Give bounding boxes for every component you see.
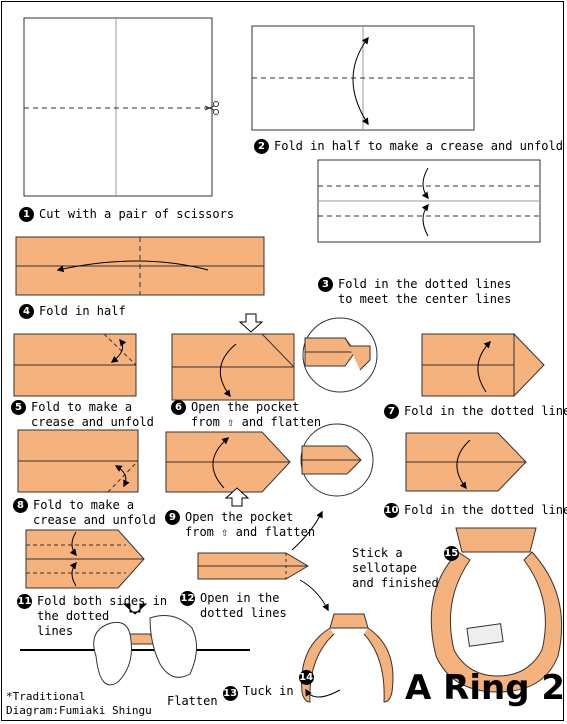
step-number-badge: 14 — [298, 670, 314, 685]
step11-strip — [25, 529, 145, 589]
step-number-badge: 3 — [318, 277, 333, 292]
step-text: Tuck in — [243, 684, 294, 698]
step-number-badge: 4 — [19, 304, 34, 319]
step4-strip — [15, 236, 265, 296]
step-number-badge: 1 — [19, 207, 34, 222]
step-text: Fold in half — [39, 304, 126, 318]
step-text: Fold to make a crease and unfold — [31, 400, 154, 429]
step-number-badge: 11 — [17, 594, 32, 609]
step-10-caption: 10 Fold in the dotted line — [384, 503, 567, 518]
step10-strip — [405, 432, 527, 492]
step-text: Fold to make a crease and unfold — [33, 498, 156, 527]
step-text: Flatten — [167, 694, 218, 708]
step-number-badge: 15 — [443, 546, 459, 561]
step15-ring — [430, 527, 563, 693]
step-1-caption: 1 Cut with a pair of scissors — [19, 207, 234, 222]
credit-line-2: Diagram:Fumiaki Shingu — [6, 704, 152, 717]
step-15-caption: 15 Stick a sellotape and finished — [352, 546, 459, 591]
credit: *Traditional Diagram:Fumiaki Shingu — [6, 690, 152, 718]
step8-strip — [17, 429, 139, 493]
step14-ring — [301, 613, 394, 703]
credit-line-1: *Traditional — [6, 690, 86, 703]
step-11-caption: 11 Fold both sides in the dotted lines — [17, 594, 167, 639]
step-text: Open the pocket from — [191, 400, 300, 429]
step3-rectangle — [317, 159, 541, 243]
open-arrow-icon — [238, 313, 264, 333]
step-7-caption: 7 Fold in the dotted line — [384, 404, 567, 419]
step-4-caption: 4 Fold in half — [19, 304, 126, 319]
step9-strip — [165, 423, 374, 507]
step-5-caption: 5 Fold to make a crease and unfold — [11, 400, 154, 430]
step-9-caption: 9 Open the pocket from ⇧ and flatten — [165, 510, 315, 540]
step-8-caption: 8 Fold to make a crease and unfold — [13, 498, 156, 528]
step5-strip — [13, 333, 137, 397]
step1-square — [23, 17, 219, 197]
step13-hands — [20, 603, 250, 686]
open-arrow-glyph-icon: ⇧ — [213, 525, 236, 539]
step-2-caption: 2 Fold in half to make a crease and unfo… — [254, 139, 563, 154]
step-12-caption: 12 Open in the dotted lines — [180, 591, 287, 621]
step-text: Cut with a pair of scissors — [39, 207, 235, 221]
step6-strip — [171, 313, 378, 401]
step-3-caption: 3 Fold in the dotted lines to meet the c… — [318, 277, 511, 307]
step2-rectangle — [251, 25, 475, 131]
step-number-badge: 9 — [165, 510, 180, 525]
step-number-badge: 8 — [13, 498, 28, 513]
step-text: Open in the dotted lines — [200, 591, 287, 620]
step-number-badge: 5 — [11, 400, 26, 415]
step-6-caption: 6 Open the pocket from ⇧ and flatten — [171, 400, 321, 430]
step-number-badge: 13 — [222, 686, 238, 701]
step-text: Fold in the dotted line — [404, 503, 567, 517]
step-number-badge: 12 — [180, 591, 195, 606]
step-number-badge: 2 — [254, 139, 269, 154]
step-text: Fold in the dotted line — [404, 404, 567, 418]
step7-strip — [421, 332, 545, 398]
step-text-2: and flatten — [235, 525, 316, 539]
open-arrow-icon-2 — [224, 487, 250, 507]
scissors-icon — [204, 101, 219, 115]
step-number-badge: 10 — [384, 503, 399, 518]
step-number-badge: 6 — [171, 400, 186, 415]
step-text: Fold in half to make a crease and unfold — [274, 139, 563, 153]
step-13-caption: 13 Flatten — [167, 678, 238, 709]
step12-strip — [197, 510, 329, 612]
step-text: Fold in the dotted lines to meet the cen… — [338, 277, 512, 306]
step-text-2: and flatten — [241, 415, 322, 429]
page-title: A Ring 2 — [405, 668, 566, 708]
step-text: Stick a sellotape and finished — [352, 546, 439, 590]
down-arrow-icon — [122, 603, 148, 615]
step-number-badge: 7 — [384, 404, 399, 419]
open-arrow-glyph-icon: ⇧ — [219, 415, 242, 429]
step-text: Open the pocket from — [185, 510, 294, 539]
step-14-caption: 14 Tuck in — [243, 670, 314, 699]
step-text: Fold both sides in the dotted lines — [37, 594, 168, 638]
